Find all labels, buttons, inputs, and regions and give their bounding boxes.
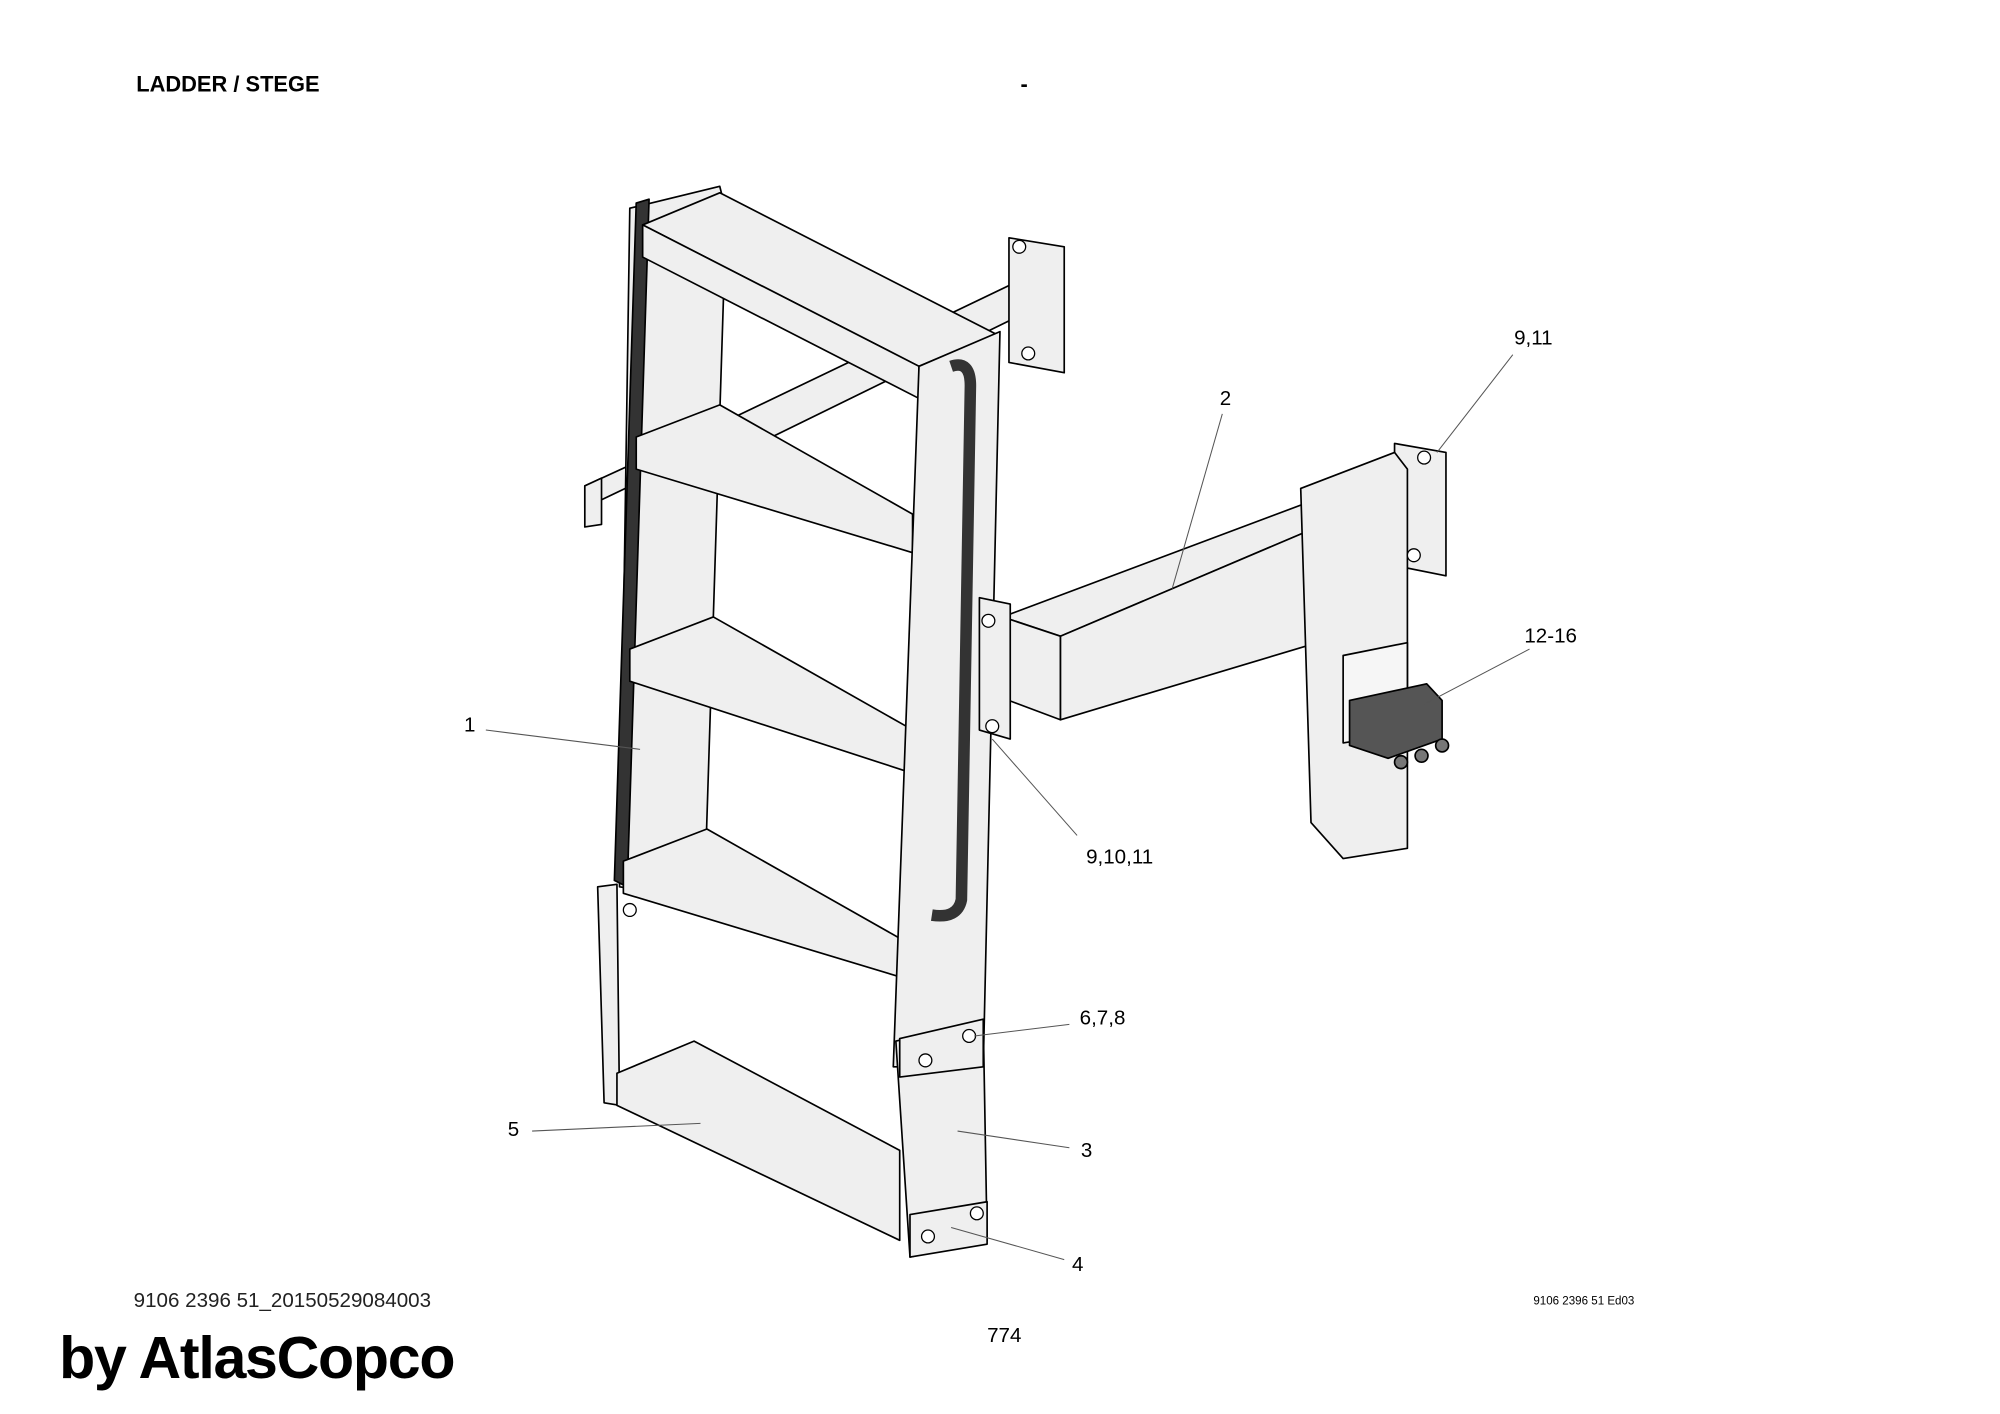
wall-bracket-upper: [1008, 236, 1066, 374]
valve-port: [1414, 748, 1429, 764]
callout-1: 1: [463, 714, 476, 737]
drawing-code: 9106 2396 51 Ed03: [1533, 1294, 1635, 1308]
callout-5: 5: [507, 1119, 520, 1142]
callout-6-7-8: 6,7,8: [1079, 1007, 1126, 1030]
callout-4: 4: [1071, 1254, 1084, 1277]
page-title: LADDER / STEGE: [136, 71, 320, 97]
document-id: 9106 2396 51_20150529084003: [133, 1290, 432, 1313]
bracket-9-10-11: [978, 596, 1012, 740]
watermark: by AtlasCopco: [59, 1323, 455, 1391]
ladder-step: [622, 828, 901, 978]
callout-9-11: 9,11: [1514, 327, 1553, 350]
valve-port: [1393, 754, 1409, 770]
callout-2: 2: [1219, 388, 1232, 411]
bolts: [622, 239, 1432, 1244]
extension-step: [616, 1040, 901, 1242]
support-bar-end: [583, 477, 603, 528]
ladder-extension-part-5: [596, 883, 621, 1107]
callout-9-10-11: 9,10,11: [1086, 847, 1154, 869]
leader-lines: [485, 354, 1530, 1261]
valve-port: [1434, 738, 1450, 753]
page-number: 774: [987, 1325, 1022, 1347]
title-separator: -: [1020, 71, 1028, 97]
callout-12-16: 12-16: [1524, 625, 1577, 648]
handrail: [930, 359, 977, 922]
callout-3: 3: [1080, 1140, 1093, 1162]
